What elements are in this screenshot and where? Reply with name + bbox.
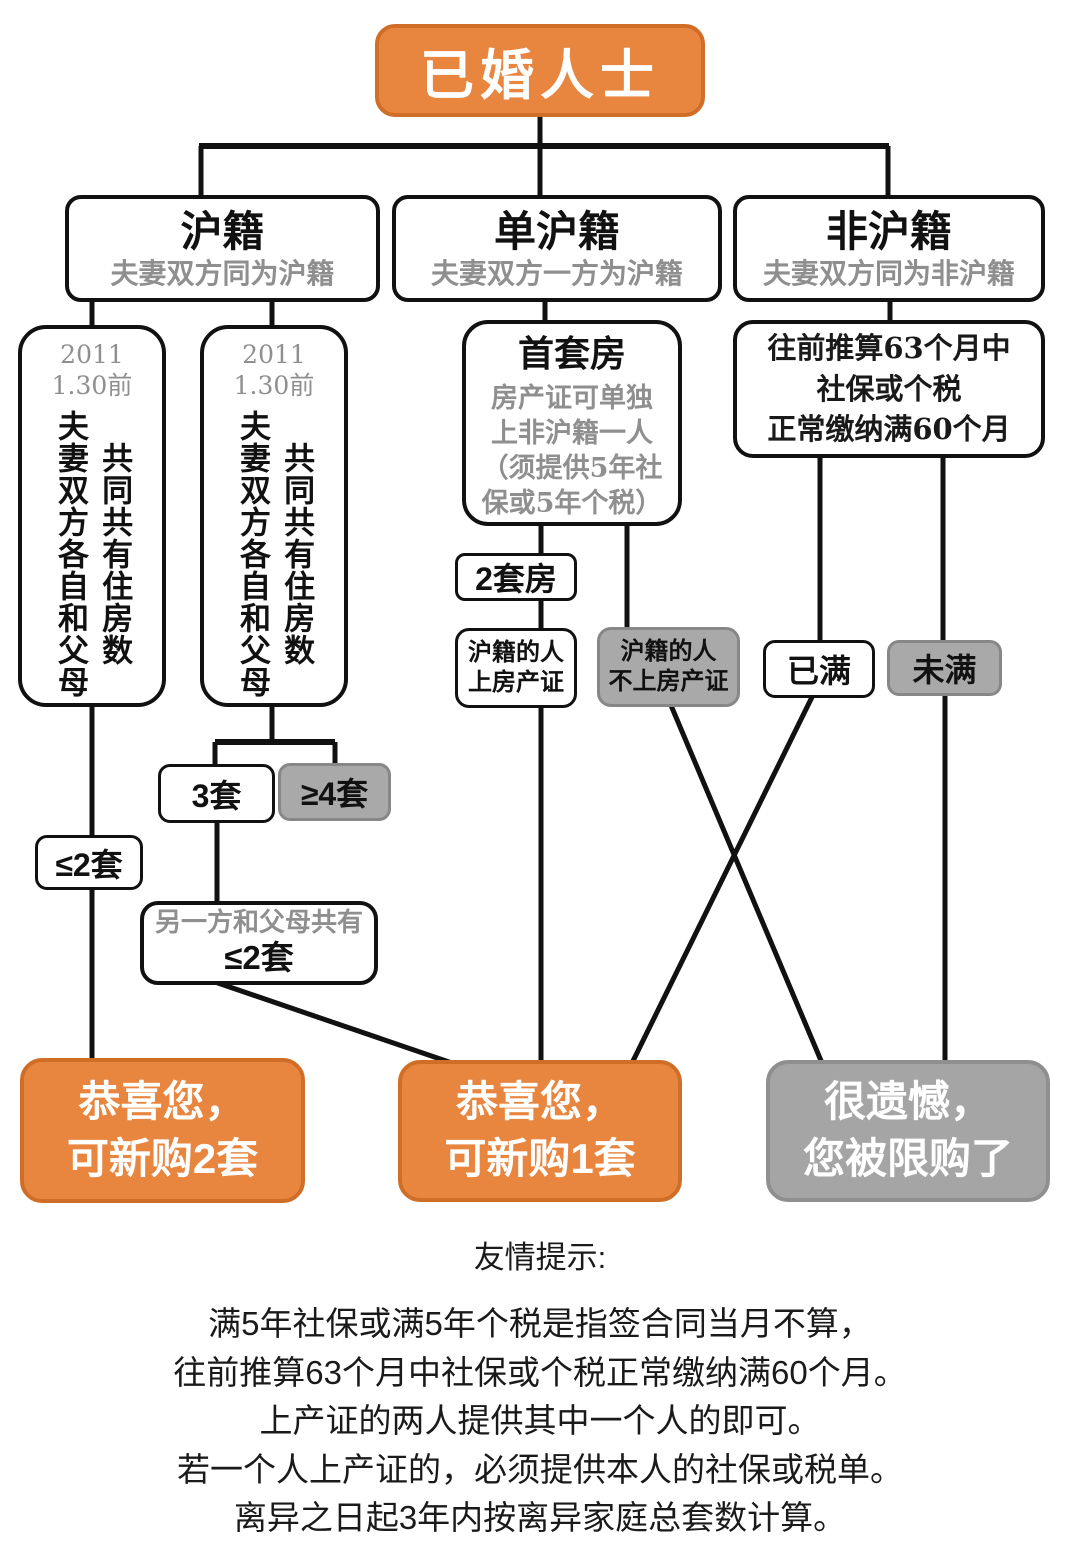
node-hu-on-deed: 沪籍的人 上房产证	[455, 628, 577, 708]
vertical-text: 夫妻双方各自和父母 共同共有住房数	[53, 409, 133, 698]
node-three-homes: 3套	[158, 764, 275, 823]
branch-feihu-title: 非沪籍	[825, 207, 952, 255]
branch-hu-subtitle: 夫妻双方同为沪籍	[110, 256, 335, 290]
vertical-col-right: 共同共有住房数	[279, 441, 315, 666]
node-four-plus-homes: ≥4套	[278, 763, 391, 821]
first-home-title: 首套房	[517, 332, 626, 374]
node-social-security-condition: 往前推算63个月中 社保或个税 正常缴纳满60个月	[733, 320, 1045, 458]
node-other-side-le-two: 另一方和父母共有 ≤2套	[140, 901, 378, 985]
branch-hu-title: 沪籍	[180, 207, 265, 255]
period-label: 2011 1.30前	[233, 340, 315, 401]
period-label: 2011 1.30前	[51, 340, 133, 401]
footer-line: 若一个人上产证的，必须提供本人的社保或税单。	[177, 1450, 903, 1488]
branch-feihu-subtitle: 夫妻双方同为非沪籍	[762, 256, 1015, 290]
node-two-homes: 2套房	[455, 553, 577, 601]
branch-danhu-subtitle: 夫妻双方一方为沪籍	[430, 256, 683, 290]
vertical-col-left: 夫妻双方各自和父母	[235, 409, 270, 698]
footer-line: 满5年社保或满5年个税是指签合同当月不算，	[208, 1305, 872, 1342]
footer-tip-title: 友情提示:	[473, 1240, 607, 1275]
branch-danhu-title: 单沪籍	[493, 207, 620, 255]
node-result-buy-one: 恭喜您， 可新购1套	[398, 1060, 682, 1202]
footer-line: 往前推算63个月中社保或个税正常缴纳满60个月。	[173, 1353, 907, 1391]
node-le-two-homes: ≤2套	[35, 835, 143, 890]
vertical-col-right: 共同共有住房数	[97, 441, 133, 666]
node-branch-feihu: 非沪籍 夫妻双方同为非沪籍	[733, 195, 1045, 302]
node-branch-danhu: 单沪籍 夫妻双方一方为沪籍	[392, 195, 722, 302]
node-hu-count-spouse1: 2011 1.30前 夫妻双方各自和父母 共同共有住房数	[18, 325, 166, 707]
node-married-person-label: 已婚人士	[420, 46, 660, 106]
vertical-col-left: 夫妻双方各自和父母	[53, 409, 88, 698]
node-branch-hu: 沪籍 夫妻双方同为沪籍	[65, 195, 380, 302]
node-hu-count-spouse2: 2011 1.30前 夫妻双方各自和父母 共同共有住房数	[200, 325, 348, 707]
first-home-note: 房产证可单独 上非沪籍一人 （须提供5年社 保或5年个税）	[481, 382, 663, 520]
other-side-value: ≤2套	[224, 939, 294, 977]
footer-line: 离异之日起3年内按离异家庭总套数计算。	[233, 1499, 847, 1536]
other-side-note: 另一方和父母共有	[154, 907, 363, 938]
node-requirement-not-met: 未满	[887, 640, 1002, 696]
footer-notes: 满5年社保或满5年个税是指签合同当月不算， 往前推算63个月中社保或个税正常缴纳…	[0, 1300, 1080, 1543]
footer-line: 上产证的两人提供其中一个人的即可。	[259, 1402, 821, 1439]
node-married-person: 已婚人士	[375, 24, 705, 117]
node-hu-not-on-deed: 沪籍的人 不上房产证	[597, 627, 740, 707]
node-requirement-met: 已满	[763, 640, 875, 698]
node-result-buy-two: 恭喜您， 可新购2套	[20, 1058, 305, 1203]
node-first-home: 首套房 房产证可单独 上非沪籍一人 （须提供5年社 保或5年个税）	[462, 320, 682, 526]
node-result-restricted: 很遗憾， 您被限购了	[766, 1060, 1050, 1202]
vertical-text: 夫妻双方各自和父母 共同共有住房数	[235, 409, 315, 698]
